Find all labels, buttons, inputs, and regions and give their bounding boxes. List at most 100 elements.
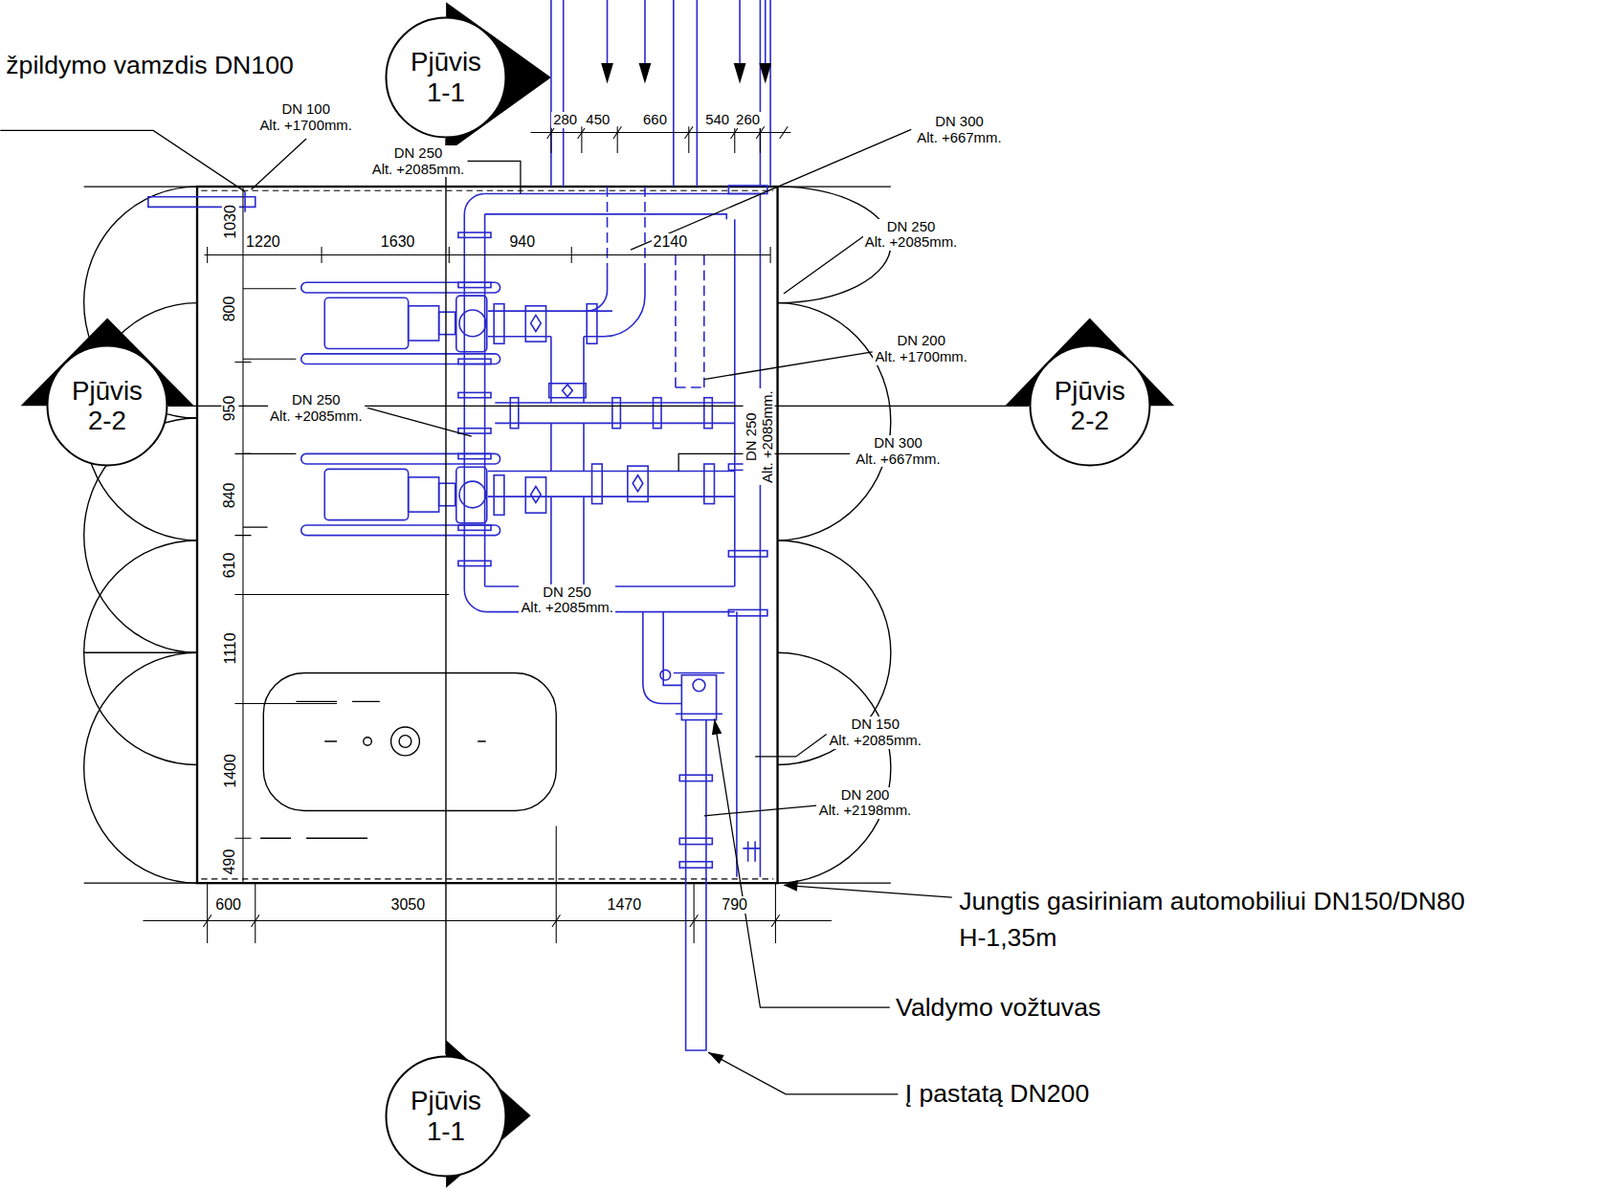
text-line: 840 <box>222 483 240 510</box>
dimension-value: 540 <box>703 111 732 129</box>
pipe <box>148 191 256 212</box>
pipe <box>485 194 761 221</box>
text-line: DN 300 <box>855 435 940 452</box>
leader-arrow <box>711 719 722 736</box>
leader-line <box>367 407 472 437</box>
text-line: DN 250 <box>269 392 363 409</box>
pipe <box>728 609 768 616</box>
storage-tank <box>260 701 487 839</box>
section-label: Pjūvis 2-2 <box>1054 376 1126 438</box>
section-marker: Pjūvis 1-1 <box>384 1055 508 1178</box>
leader-line <box>708 1052 898 1095</box>
dimension-line <box>531 126 792 139</box>
pipe <box>627 466 648 502</box>
pipe <box>464 194 487 613</box>
text-line: DN 150 <box>828 716 922 734</box>
dimension-value: 1220 <box>244 233 283 251</box>
pump-unit <box>301 525 501 536</box>
pipe <box>592 464 603 505</box>
text-line: DN 100 <box>259 101 353 118</box>
pump-unit <box>324 468 408 520</box>
text-line: DN 300 <box>916 113 1001 131</box>
pipe <box>612 398 622 429</box>
text-line: 450 <box>585 111 610 129</box>
text-line: 950 <box>222 395 240 422</box>
leader-line <box>0 129 953 1094</box>
pump-unit <box>586 304 598 345</box>
text-line: 610 <box>222 552 240 578</box>
text-line: Alt. +2198mm. <box>819 802 912 820</box>
text-line: DN 250 <box>742 390 759 484</box>
pipe <box>675 254 705 388</box>
pipe-label: DN 300 Alt. +667mm. <box>914 113 1003 146</box>
marker-circle <box>1029 346 1150 467</box>
text-line: 1220 <box>245 233 281 251</box>
dimension-value: 280 <box>551 111 579 129</box>
pipe <box>679 838 712 845</box>
text-line: H-1,35m <box>958 924 1057 954</box>
pipe-label: DN 250 Alt. +2085mm. <box>518 584 616 617</box>
pump-unit <box>408 477 440 512</box>
text-line: 1400 <box>222 754 240 789</box>
text-line: 1630 <box>380 233 416 251</box>
dimension-value: 2140 <box>651 233 690 251</box>
storage-tank <box>263 673 556 812</box>
tank-wall <box>200 190 774 880</box>
pump-unit <box>459 481 487 509</box>
callout-text: Valdymo vožtuvas <box>893 994 1103 1023</box>
dimension-value: 840 <box>222 481 240 512</box>
leader-line <box>704 352 873 380</box>
pipe <box>458 392 491 398</box>
pipe <box>583 266 645 336</box>
pipe <box>704 398 713 429</box>
text-line: 1-1 <box>410 1116 482 1148</box>
pipe <box>148 0 771 1051</box>
tank-rib <box>84 186 891 884</box>
text-line: Alt. +2085mm. <box>372 161 466 178</box>
storage-tank <box>363 737 373 747</box>
text-line: 490 <box>222 849 240 876</box>
dimension-line <box>551 126 761 154</box>
storage-tank <box>399 735 412 749</box>
text-line: Valdymo vožtuvas <box>895 994 1101 1023</box>
dimension-line <box>243 288 449 705</box>
callout-text: H-1,35m <box>956 924 1059 954</box>
leader-line <box>783 885 953 898</box>
marker-circle <box>46 346 167 467</box>
marker-circle <box>386 1056 507 1177</box>
dimension-value: 610 <box>222 550 240 580</box>
text-line: Alt. +2085mm. <box>758 390 776 484</box>
leader-line <box>0 130 245 192</box>
text-line: Jungtis gasiriniam automobiliui DN150/DN… <box>958 888 1466 917</box>
pipe-label: DN 300 Alt. +667mm. <box>853 435 942 467</box>
leader-arrow <box>708 719 799 1066</box>
text-line: 1030 <box>222 205 240 241</box>
pump-unit <box>439 483 456 506</box>
tank-wall <box>197 186 778 884</box>
pipe <box>704 464 715 505</box>
pump-unit <box>324 297 408 349</box>
text-line: DN 250 <box>372 145 466 162</box>
pump-unit <box>301 453 501 465</box>
text-line: Pjūvis <box>410 46 482 78</box>
text-line: 2-2 <box>1054 405 1126 437</box>
dimension-value: 1630 <box>378 233 418 251</box>
tank-rib <box>84 186 891 884</box>
arrow-head <box>733 63 747 84</box>
leader-line <box>755 734 827 757</box>
dimension-value: 260 <box>733 111 762 129</box>
pipe <box>458 560 491 566</box>
leader-arrow <box>708 1052 725 1065</box>
text-line: 790 <box>721 896 748 914</box>
text-line: 660 <box>643 111 667 129</box>
pipe <box>510 398 519 429</box>
pipe <box>652 398 662 429</box>
tank-rib <box>84 652 198 884</box>
section-label: Pjūvis 2-2 <box>71 376 143 438</box>
pump-unit <box>493 304 505 345</box>
text-line: 600 <box>215 896 242 914</box>
pump-unit <box>531 314 542 332</box>
pump-unit <box>439 311 456 334</box>
